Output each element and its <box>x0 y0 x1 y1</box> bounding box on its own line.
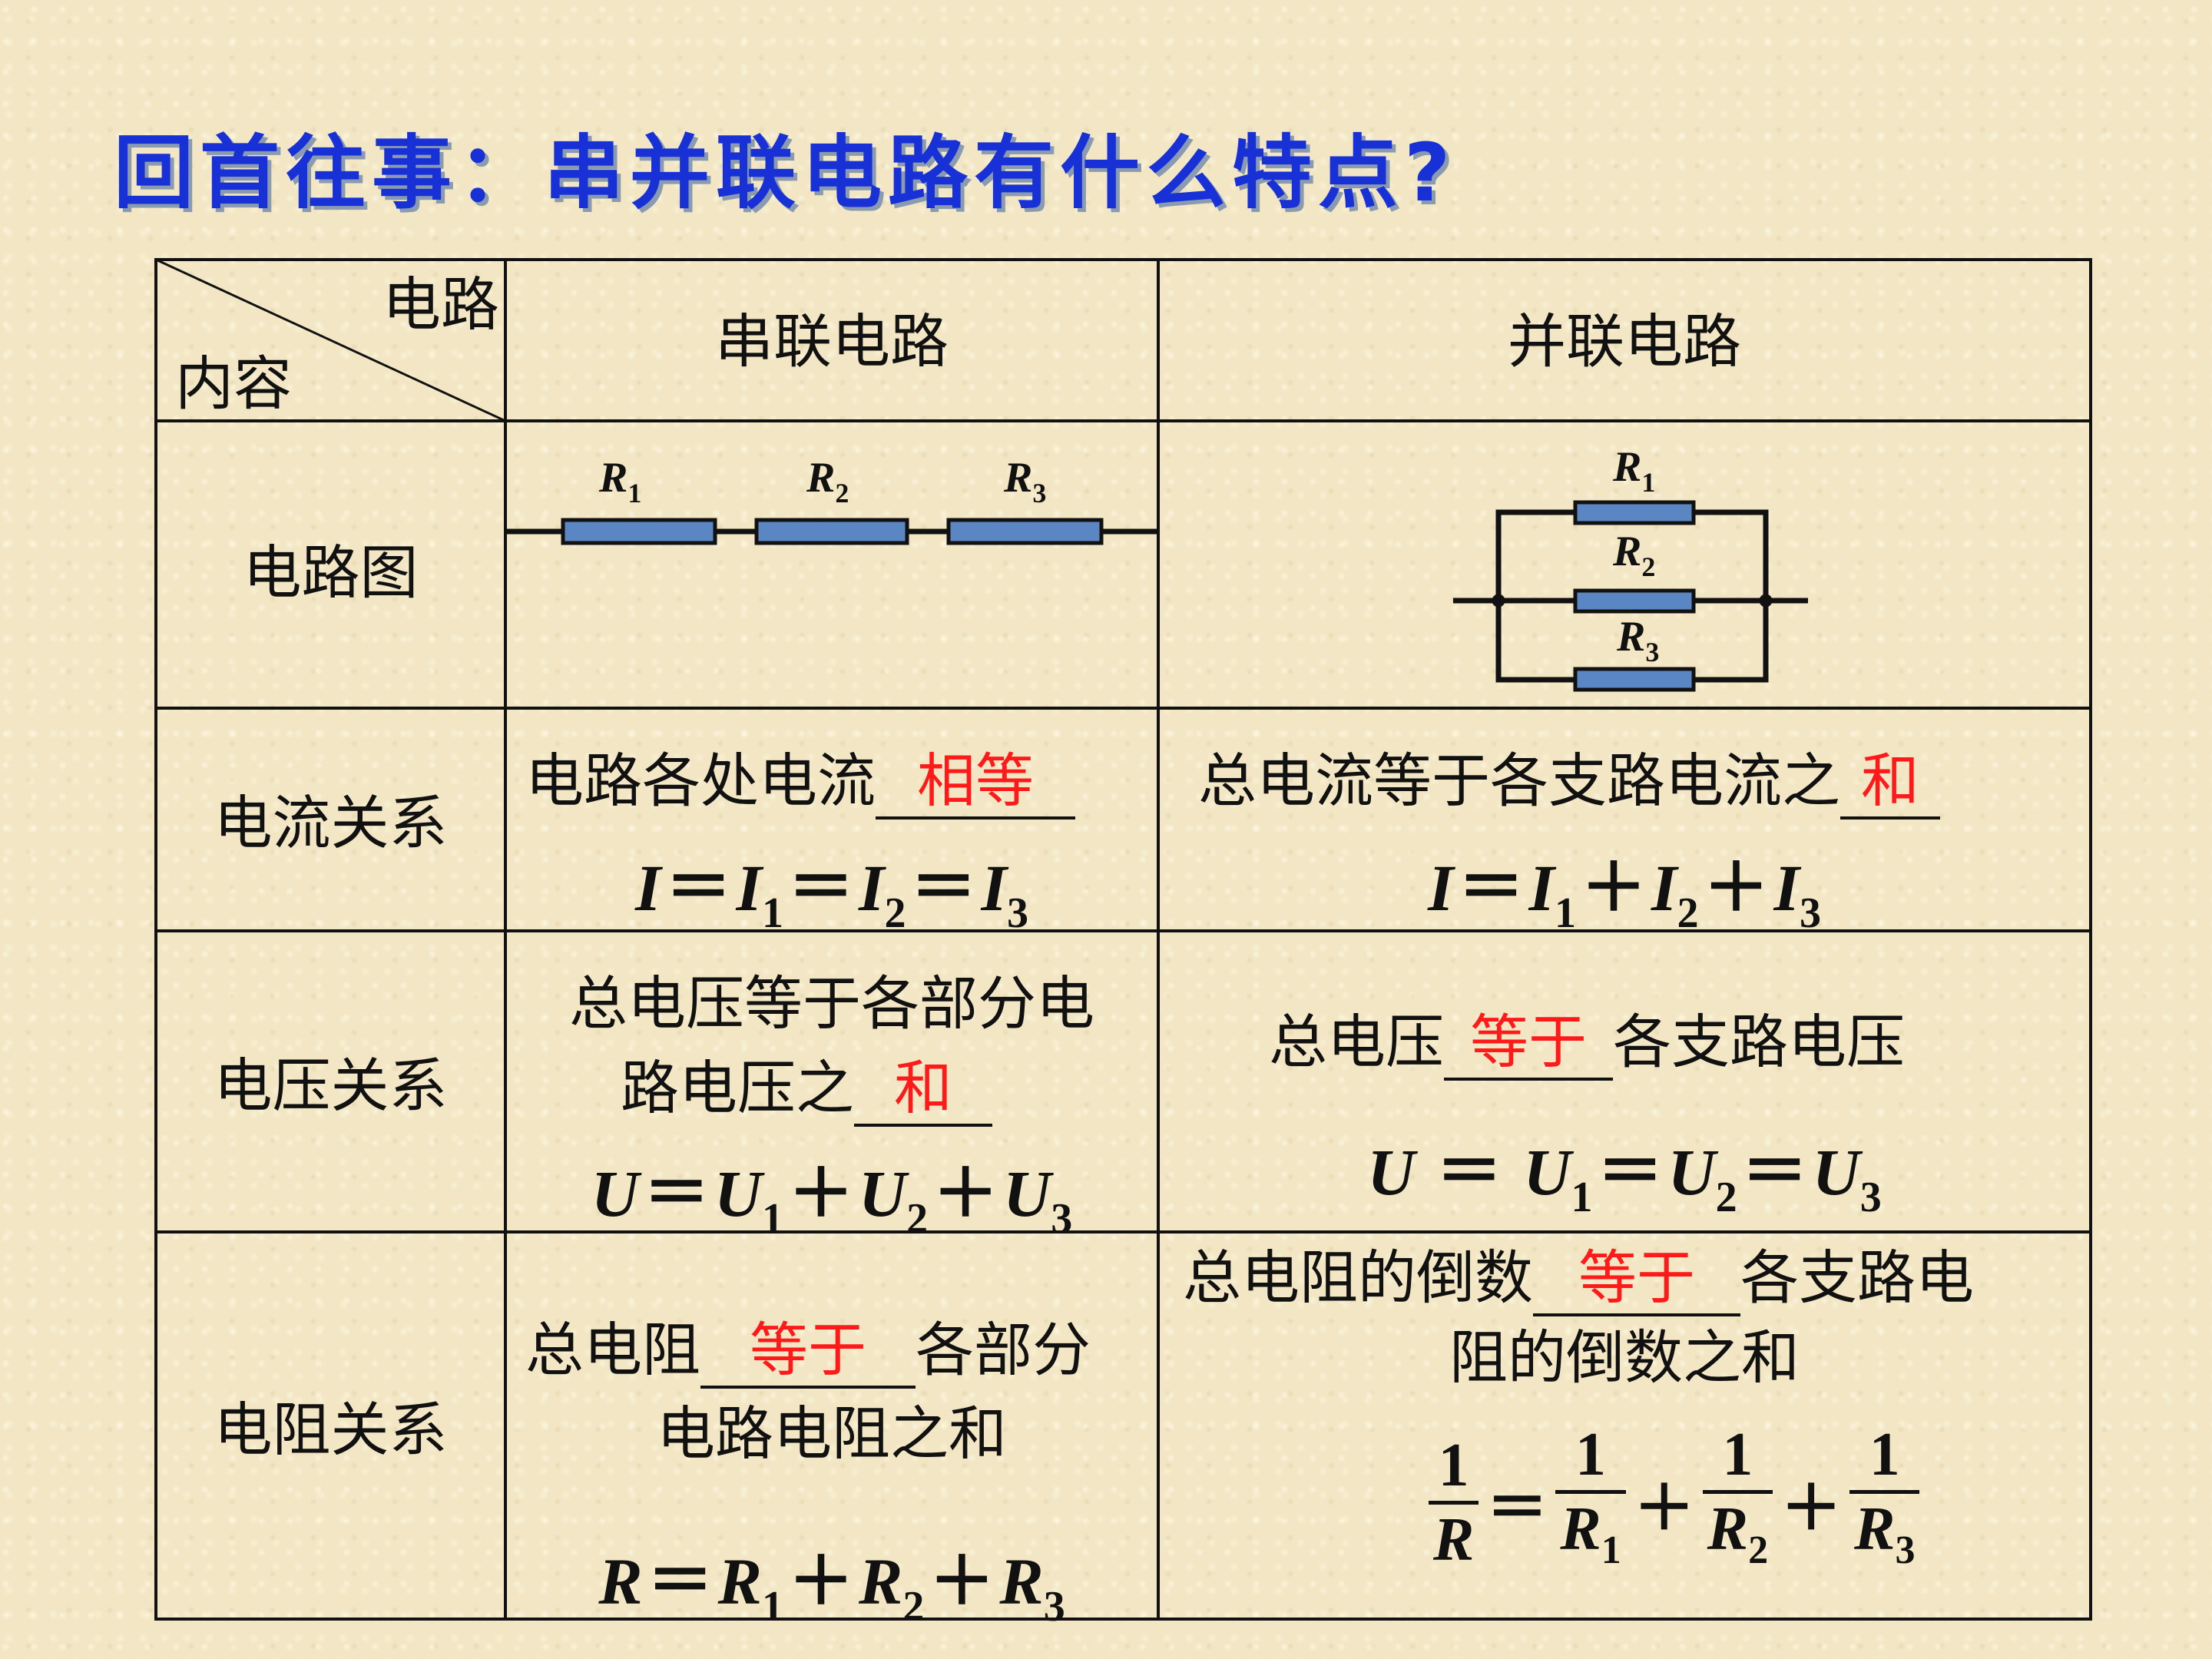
series-resistor-label-3: R3 <box>1004 454 1047 508</box>
current-series-text: 电路各处电流 <box>525 747 876 815</box>
resistance-series-pre: 总电阻 <box>525 1316 700 1384</box>
current-series-answer: 相等 <box>876 746 1075 820</box>
resistance-series-answer: 等于 <box>700 1315 916 1389</box>
series-resistor-2 <box>754 518 909 545</box>
resistance-series-statement: 总电阻等于各部分 <box>525 1310 1155 1390</box>
header-corner-top: 电路 <box>382 270 499 339</box>
row-label-diagram: 电路图 <box>243 538 419 607</box>
current-parallel-statement: 总电流等于各支路电流之和 <box>1198 741 2081 821</box>
voltage-series-line2: 路电压之和 <box>621 1048 1120 1128</box>
series-resistor-3 <box>946 518 1104 545</box>
header-series: 串联电路 <box>715 307 949 376</box>
resistance-series-line2: 电路电阻之和 <box>657 1399 1007 1468</box>
current-parallel-formula: I＝I1＋I2＋I3 <box>1428 851 1821 937</box>
parallel-resistor-1 <box>1573 500 1696 525</box>
voltage-series-line1: 总电压等于各部分电 <box>569 969 1094 1038</box>
current-parallel-text: 总电流等于各支路电流之 <box>1198 747 1840 815</box>
row-label-current: 电流关系 <box>214 789 448 857</box>
series-resistor-1 <box>561 518 717 545</box>
voltage-parallel-formula: U ＝ U1＝U2＝U3 <box>1367 1135 1882 1221</box>
current-parallel-answer: 和 <box>1840 746 1940 820</box>
voltage-parallel-pre: 总电压 <box>1269 1008 1444 1076</box>
voltage-series-text: 路电压之 <box>621 1054 854 1122</box>
junction-left <box>1492 594 1505 608</box>
parallel-resistor-label-1: R1 <box>1613 443 1656 498</box>
current-series-statement: 电路各处电流相等 <box>525 741 1140 821</box>
series-circuit-diagram <box>505 518 1158 545</box>
voltage-parallel-answer: 等于 <box>1444 1007 1613 1081</box>
resistance-parallel-post: 各支路电 <box>1740 1243 1974 1312</box>
table-border <box>154 258 2092 1621</box>
current-series-formula: I＝I1＝I2＝I3 <box>635 851 1028 937</box>
parallel-circuit-diagram <box>1453 500 1808 692</box>
header-corner-bottom: 内容 <box>175 349 292 418</box>
resistance-parallel-line2: 阻的倒数之和 <box>1449 1323 1800 1392</box>
page-title: 回首往事：串并联电路有什么特点? <box>114 126 1457 220</box>
voltage-parallel-post: 各支路电压 <box>1613 1008 1905 1076</box>
parallel-resistor-label-2: R2 <box>1613 528 1656 582</box>
junction-right <box>1759 594 1773 608</box>
resistance-parallel-statement: 总电阻的倒数等于各支路电 <box>1183 1238 2089 1318</box>
row-label-resistance: 电阻关系 <box>214 1396 448 1464</box>
resistance-series-formula: R＝R1＋R2＋R3 <box>598 1545 1065 1631</box>
series-resistor-label-1: R1 <box>599 454 642 508</box>
voltage-series-formula: U＝U1＋U2＋U3 <box>591 1157 1073 1243</box>
parallel-resistor-label-3: R3 <box>1617 613 1660 667</box>
parallel-resistor-2 <box>1573 588 1696 614</box>
row-label-voltage: 电压关系 <box>214 1051 448 1120</box>
voltage-series-answer: 和 <box>854 1053 992 1127</box>
header-diagonal <box>155 258 506 422</box>
resistance-series-post: 各部分 <box>916 1316 1091 1384</box>
resistance-parallel-answer: 等于 <box>1533 1243 1740 1316</box>
header-parallel: 并联电路 <box>1508 307 1741 376</box>
voltage-parallel-statement: 总电压等于各支路电压 <box>1269 1002 2075 1082</box>
series-resistor-label-2: R2 <box>806 454 849 508</box>
resistance-parallel-pre: 总电阻的倒数 <box>1183 1243 1533 1312</box>
parallel-resistor-3 <box>1573 667 1696 692</box>
